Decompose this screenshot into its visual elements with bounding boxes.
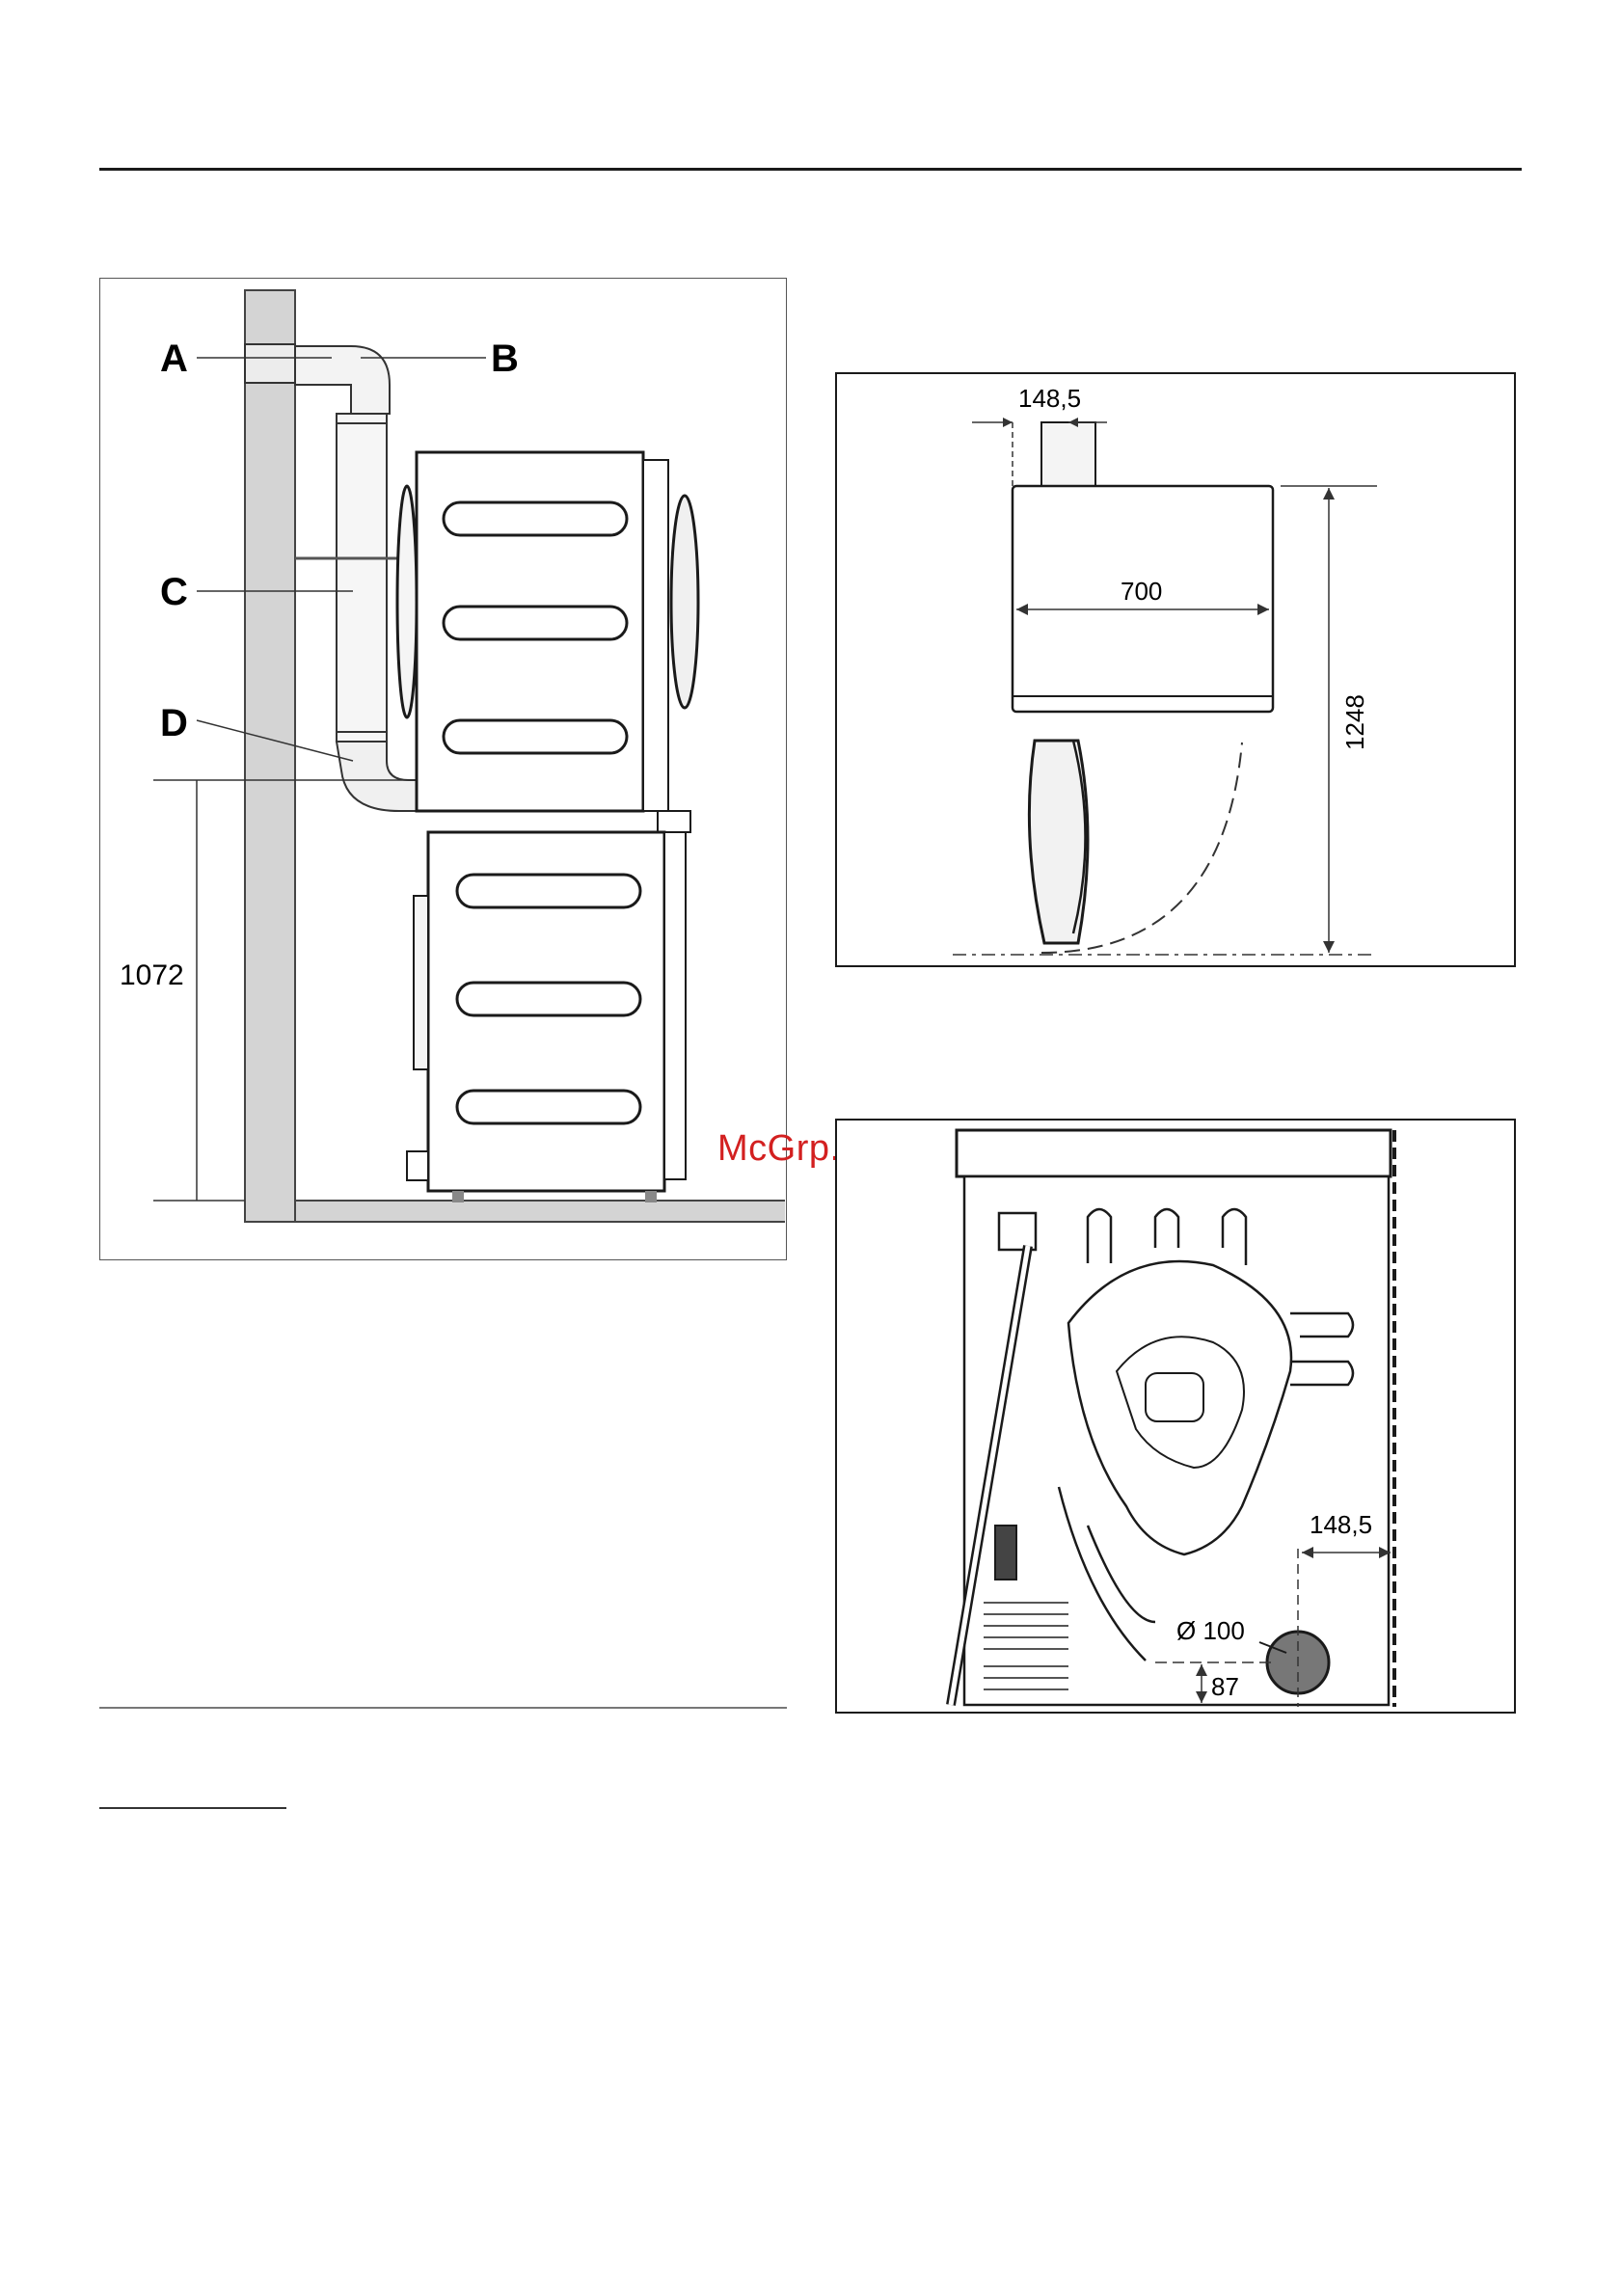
connector-box xyxy=(999,1213,1036,1250)
rear-view-figure: Ø 100 148,5 87 xyxy=(835,1119,1516,1714)
top-duct-offset: 148,5 xyxy=(1018,384,1081,413)
top-cover xyxy=(957,1130,1391,1176)
floor xyxy=(245,1201,785,1222)
footnote-rule xyxy=(99,1807,286,1809)
rear-view-diagram: Ø 100 148,5 87 xyxy=(837,1121,1514,1712)
rear-duct-diameter: Ø 100 xyxy=(1176,1616,1245,1645)
stacking-installation-figure: A B C D 1072 xyxy=(99,278,787,1260)
top-width: 700 xyxy=(1121,577,1162,606)
label-c: C xyxy=(160,571,188,613)
rear-duct-offset: 148,5 xyxy=(1310,1510,1372,1539)
top-view-dimensions-figure: 148,5 700 1248 xyxy=(835,372,1516,967)
header-rule xyxy=(99,168,1522,171)
height-dimension: 1072 xyxy=(120,959,184,991)
elbow-d xyxy=(337,742,423,811)
label-b: B xyxy=(491,338,519,380)
elbow-b xyxy=(295,346,390,414)
wall-sleeve xyxy=(245,344,295,383)
rear-duct-height: 87 xyxy=(1211,1672,1239,1701)
wall xyxy=(245,290,295,1222)
duct-c xyxy=(337,414,387,742)
section-divider xyxy=(99,1707,787,1709)
label-d: D xyxy=(160,702,188,744)
top-view-diagram: 148,5 700 1248 xyxy=(837,374,1514,965)
top-height: 1248 xyxy=(1340,694,1369,750)
stacking-diagram: A B C D 1072 xyxy=(100,279,785,1258)
dryer-door xyxy=(671,496,698,708)
duct xyxy=(1041,422,1095,486)
label-a: A xyxy=(160,338,188,380)
